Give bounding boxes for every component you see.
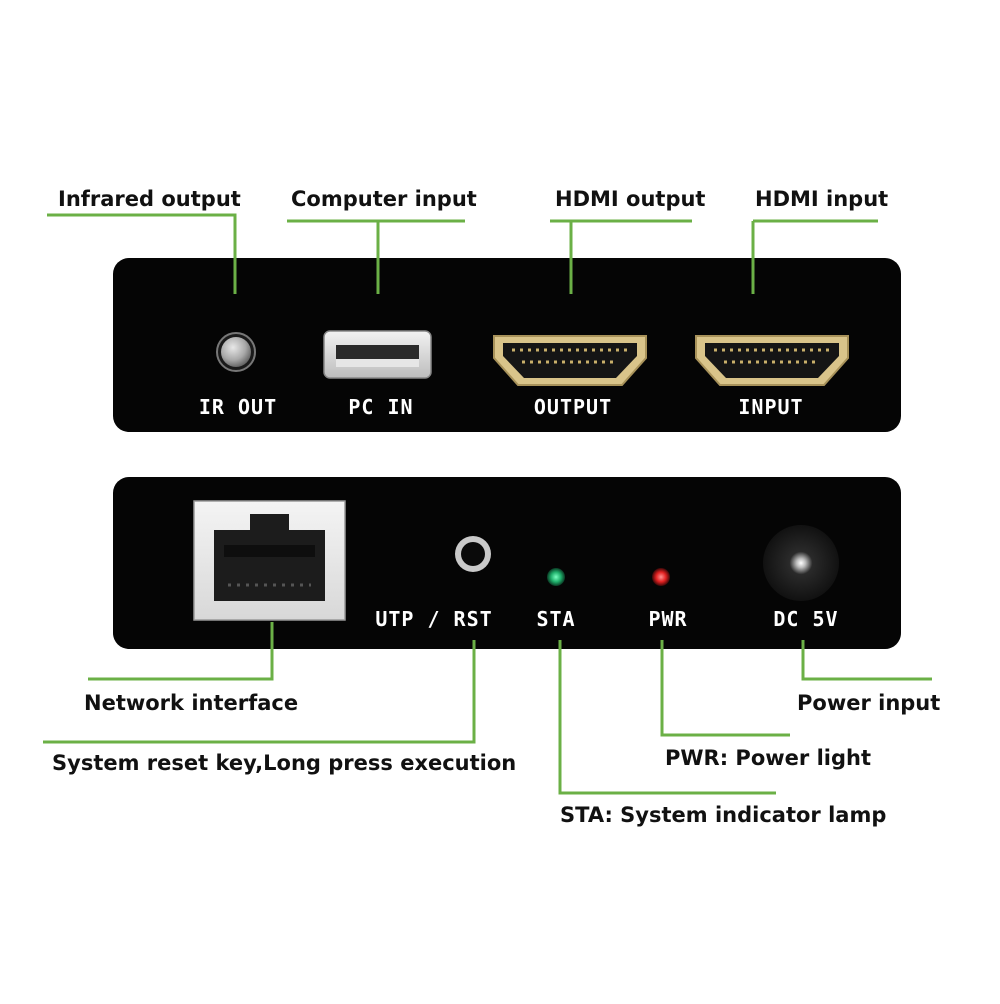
sta-leader-line [558,640,776,795]
hdmi-input-callout: HDMI input [755,187,889,211]
reset-button-icon [455,536,491,572]
ir-leader-line [47,213,237,294]
pc-leader-line [287,219,465,294]
sta-led-icon [547,568,565,586]
ir-out-jack-icon [216,332,256,372]
front-leader-lines [47,213,878,294]
hdmi-output-leader-line [550,219,692,294]
computer-input-callout: Computer input [291,187,477,211]
pc-in-label: PC IN [348,395,413,419]
infrared-output-callout: Infrared output [58,187,241,211]
dc-5v-label: DC 5V [773,607,838,631]
pwr-leader-line [660,640,790,737]
reset-leader-line [43,640,476,744]
hdmi-output-callout: HDMI output [555,187,706,211]
dc-jack-icon [763,525,839,601]
output-label: OUTPUT [534,395,612,419]
network-interface-callout: Network interface [84,691,299,715]
rear-leader-lines [43,622,932,795]
hdmi-input-port-icon [695,335,849,386]
power-input-callout: Power input [797,691,941,715]
hdmi-output-port-icon [493,335,647,386]
ir-out-label: IR OUT [199,395,277,419]
pwr-power-light-callout: PWR: Power light [665,746,871,770]
utp-rst-label: UTP / RST [375,607,492,631]
sta-indicator-callout: STA: System indicator lamp [560,803,887,827]
rj45-port-icon [193,500,346,621]
input-label: INPUT [738,395,803,419]
sta-label: STA [536,607,575,631]
power-input-leader-line [801,640,932,681]
usb-port-icon [323,330,432,379]
hdmi-input-leader-line [751,219,878,294]
pwr-led-icon [652,568,670,586]
system-reset-callout: System reset key,Long press execution [52,751,517,775]
pwr-label: PWR [648,607,687,631]
network-leader-line [88,622,274,681]
